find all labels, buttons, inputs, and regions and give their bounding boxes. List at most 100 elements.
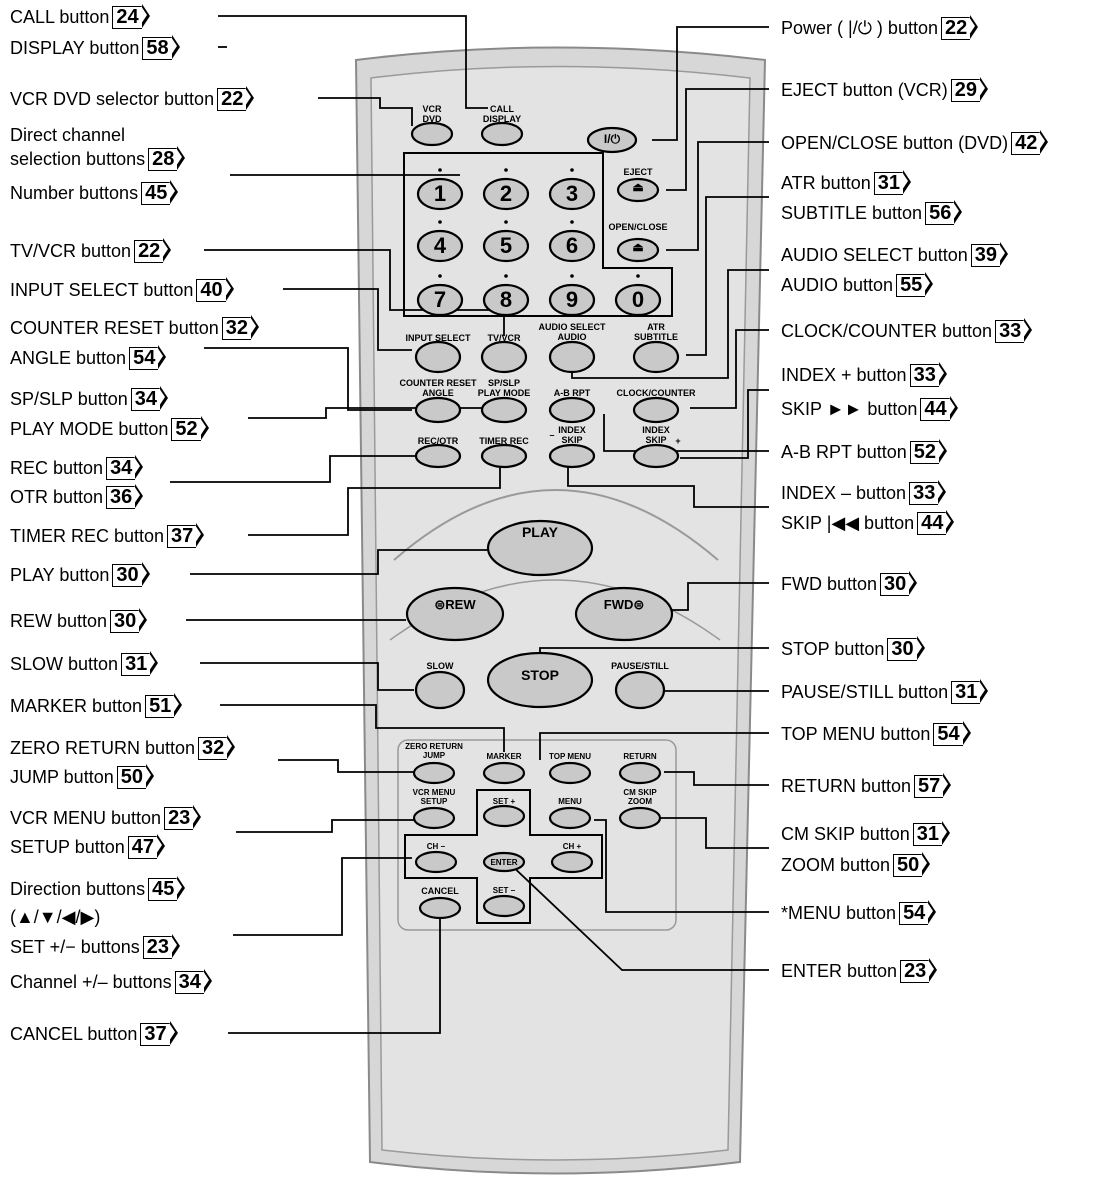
- eject-button[interactable]: [616, 177, 660, 203]
- audio-select-button[interactable]: [548, 340, 596, 374]
- sp-slp-button[interactable]: [480, 396, 528, 424]
- number-button-3[interactable]: [548, 177, 596, 211]
- callout-topmenu-text: TOP MENU button: [781, 724, 931, 744]
- set-plus-button[interactable]: [482, 804, 526, 828]
- return-button[interactable]: [618, 761, 662, 785]
- ch-plus-button[interactable]: [550, 850, 594, 874]
- page-ref-number: 36: [106, 486, 136, 509]
- number-button-1[interactable]: [416, 177, 464, 211]
- index-plus-button[interactable]: [632, 443, 680, 469]
- page-ref-number: 54: [899, 902, 929, 925]
- number-button-6[interactable]: [548, 229, 596, 263]
- callout-return-text: RETURN button: [781, 776, 912, 796]
- page-ref-arrow: [937, 439, 947, 463]
- page-ref-arrow: [170, 35, 180, 59]
- timer-rec-button[interactable]: [480, 443, 528, 469]
- page-ref-number: 44: [917, 512, 947, 535]
- page-ref-badge: 44: [917, 510, 955, 535]
- pause-still-button[interactable]: [614, 670, 666, 710]
- number-button-7[interactable]: [416, 283, 464, 317]
- ab-rpt-button[interactable]: [548, 396, 596, 424]
- callout-rec-text: REC button: [10, 458, 104, 478]
- page-ref-badge: 52: [909, 439, 947, 464]
- number-button-8[interactable]: [482, 283, 530, 317]
- callout-direction2-text: (▲/▼/◀/▶): [10, 907, 101, 927]
- menu-button[interactable]: [548, 806, 592, 830]
- tv-vcr-button[interactable]: [480, 340, 528, 374]
- number-button-0[interactable]: [614, 283, 662, 317]
- atr-subtitle-button[interactable]: [632, 340, 680, 374]
- marker-button[interactable]: [482, 761, 526, 785]
- slow-button[interactable]: [414, 670, 466, 710]
- page-ref-arrow: [134, 455, 144, 479]
- page-ref-arrow: [162, 238, 172, 262]
- page-ref-arrow: [245, 86, 255, 110]
- number-dot: [504, 168, 508, 172]
- callout-call-text: CALL button: [10, 7, 110, 27]
- zero-return-button[interactable]: [412, 761, 456, 785]
- clock-counter-button[interactable]: [632, 396, 680, 424]
- cm-skip-button[interactable]: [618, 806, 662, 830]
- callout-rew-text: REW button: [10, 611, 108, 631]
- index-minus-button[interactable]: [548, 443, 596, 469]
- callout-audiosel-text: AUDIO SELECT button: [781, 245, 968, 265]
- leader-cancel: [228, 910, 441, 1034]
- input-select-button[interactable]: [414, 340, 462, 374]
- number-button-4[interactable]: [416, 229, 464, 263]
- callout-direction2: (▲/▼/◀/▶): [10, 906, 100, 928]
- fwd-button[interactable]: [574, 586, 674, 642]
- leader-cmskip: [658, 817, 769, 849]
- callout-playmode-text: PLAY MODE button: [10, 419, 169, 439]
- page-ref-number: 30: [887, 638, 917, 661]
- page-ref-badge: 40: [196, 277, 234, 302]
- stop-button[interactable]: [486, 651, 594, 709]
- page-ref-badge: 50: [116, 764, 154, 789]
- power-button[interactable]: [586, 126, 638, 154]
- enter-button[interactable]: [482, 851, 526, 873]
- set-minus-button[interactable]: [482, 894, 526, 918]
- page-ref-number: 50: [116, 766, 146, 789]
- counter-reset-button[interactable]: [414, 396, 462, 424]
- number-button-2[interactable]: [482, 177, 530, 211]
- cancel-button[interactable]: [418, 896, 462, 920]
- vcr-dvd-button[interactable]: [410, 121, 454, 147]
- rec-otr-button[interactable]: [414, 443, 462, 469]
- page-ref-badge: 54: [129, 345, 167, 370]
- page-ref-number: 30: [110, 610, 140, 633]
- leader-return: [664, 771, 769, 786]
- number-dot: [570, 274, 574, 278]
- leader-topmenu: [539, 732, 769, 760]
- rew-button[interactable]: [405, 586, 505, 642]
- page-ref-badge: 47: [127, 834, 165, 859]
- callout-skipback-text: SKIP |◀◀ button: [781, 513, 915, 533]
- ch-minus-button[interactable]: [414, 850, 458, 874]
- eject-label: EJECT: [623, 167, 653, 177]
- page-ref-arrow: [999, 242, 1008, 266]
- cancel-label: CANCEL: [421, 886, 459, 896]
- page-ref-arrow: [144, 764, 154, 788]
- callout-indexminus-text: INDEX – button: [781, 483, 907, 503]
- rew-label: ⊜REW: [434, 597, 476, 612]
- page-ref-number: 37: [167, 525, 197, 548]
- play-button[interactable]: [486, 519, 594, 577]
- number-button-9[interactable]: [548, 283, 596, 317]
- index-minus-sign: –: [549, 430, 555, 440]
- top-menu-button[interactable]: [548, 761, 592, 785]
- menu-label: MENU: [558, 797, 582, 806]
- call-display-label: CALL DISPLAY: [482, 104, 522, 124]
- leader-audio: [571, 269, 769, 379]
- call-display-button[interactable]: [480, 121, 524, 147]
- atr-subtitle-label: ATR SUBTITLE: [634, 322, 678, 342]
- page-ref-badge: 23: [164, 805, 202, 830]
- vcr-menu-button[interactable]: [412, 806, 456, 830]
- open-close-button[interactable]: [616, 237, 660, 263]
- page-ref-arrow: [168, 1021, 178, 1045]
- number-button-5[interactable]: [482, 229, 530, 263]
